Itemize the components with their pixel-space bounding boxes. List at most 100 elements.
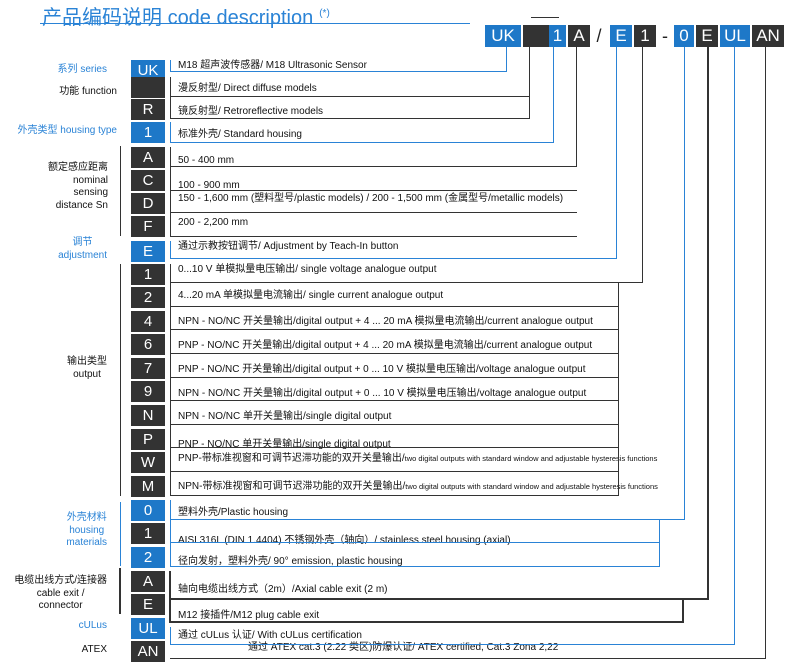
desc-out-w: PNP-带标准视窗和可调节迟滞功能的双开关量输出/two digital out…	[178, 453, 658, 464]
code-box-out-n: N	[131, 405, 165, 426]
connector-out-h6	[170, 400, 619, 401]
bracket-distance	[120, 146, 121, 236]
desc-culus: 通过 cULus 认证/ With cULus certification	[178, 630, 362, 641]
connector-housing-v	[553, 47, 554, 143]
connector-mat-tick	[170, 500, 171, 567]
code-box-ul: UL	[131, 618, 165, 639]
code-box-out-2: 2	[131, 287, 165, 308]
group-label-output: 输出类型 output	[67, 356, 107, 380]
code-cell-function-mark	[531, 17, 559, 18]
connector-out-h10	[170, 495, 619, 496]
connector-adjust-v	[616, 47, 617, 259]
page-title: 产品编码说明 code description (*)	[42, 1, 330, 30]
connector-out-tick	[170, 264, 171, 496]
desc-out-7: PNP - NO/NC 开关量输出/digital output + 0 ...…	[178, 364, 586, 375]
connector-cable-tick	[169, 571, 171, 623]
title-en: code description	[167, 7, 314, 29]
desc-housing-type: 标准外壳/ Standard housing	[178, 129, 302, 140]
group-label-housing-type: 外壳类型 housing type	[17, 125, 118, 136]
title-mark: (*)	[319, 8, 330, 20]
code-cell-material: 0	[674, 25, 694, 47]
code-cell-series: UK	[485, 25, 521, 47]
code-box-uk: UK	[131, 60, 165, 81]
connector-out-h8	[170, 447, 619, 448]
desc-dist-d: 150 - 1,600 mm (塑料型号/plastic models) / 2…	[178, 193, 564, 204]
code-cell-cable: E	[696, 25, 718, 47]
group-label-cable: 电缆出线方式/连接器 cable exit / connector	[14, 575, 107, 611]
code-box-mat-1: 1	[131, 523, 165, 544]
group-label-series: 系列 series	[57, 64, 107, 75]
connector-mat-h2	[170, 542, 660, 543]
connector-series-v	[506, 47, 507, 72]
desc-direct: 漫反射型/ Direct diffuse models	[178, 83, 317, 94]
connector-function-v	[529, 47, 530, 119]
code-box-c: C	[131, 170, 165, 191]
connector-mat-h1	[170, 519, 685, 520]
code-box-out-7: 7	[131, 358, 165, 379]
connector-out-v	[618, 282, 619, 496]
connector-out-h3	[170, 329, 619, 330]
connector-atex-h	[170, 658, 766, 659]
connector-out-h2	[170, 306, 619, 307]
desc-atex: 通过 ATEX cat.3 (2.22 类区)防爆认证/ ATEX certif…	[248, 642, 559, 653]
title-zh: 产品编码说明	[42, 7, 162, 29]
connector-out-h7	[170, 424, 619, 425]
code-box-mat-2: 2	[131, 547, 165, 568]
code-cell-output: 1	[634, 25, 656, 47]
code-box-out-9: 9	[131, 381, 165, 402]
desc-out-m: NPN-带标准视窗和可调节迟滞功能的双开关量输出/two digital out…	[178, 481, 658, 492]
desc-out-6: PNP - NO/NC 开关量输出/digital output + 4 ...…	[178, 340, 593, 351]
code-cell-housing-type: 1	[549, 25, 566, 47]
connector-dist-h4	[170, 236, 577, 237]
desc-cable-a: 轴向电缆出线方式（2m）/Axial cable exit (2 m)	[178, 584, 388, 595]
code-box-d: D	[131, 193, 165, 214]
connector-cable-h2	[170, 621, 684, 623]
code-box-direct	[131, 77, 165, 98]
desc-series: M18 超声波传感器/ M18 Ultrasonic Sensor	[178, 60, 367, 71]
code-box-e-adjust: E	[131, 241, 165, 262]
code-box-out-p: P	[131, 429, 165, 450]
desc-dist-c: 100 - 900 mm	[178, 180, 240, 191]
connector-cable-v	[682, 598, 684, 623]
desc-adjust: 通过示教按钮调节/ Adjustment by Teach-In button	[178, 241, 399, 252]
connector-dist-v	[576, 47, 577, 167]
desc-mat-0: 塑料外壳/Plastic housing	[178, 507, 289, 518]
connector-culus-tick	[170, 627, 171, 645]
connector-function-h1	[170, 96, 530, 97]
connector-dist-h3	[170, 212, 577, 213]
desc-out-n: NPN - NO/NC 单开关量输出/single digital output	[178, 411, 392, 422]
code-box-out-4: 4	[131, 311, 165, 332]
code-box-out-6: 6	[131, 334, 165, 355]
group-label-distance: 额定感应距离 nominal sensing distance Sn	[48, 162, 108, 211]
connector-mat-h3	[170, 566, 660, 567]
title-underline	[40, 23, 470, 24]
code-box-cable-e: E	[131, 594, 165, 615]
group-label-atex: ATEX	[81, 644, 107, 655]
code-box-out-w: W	[131, 452, 165, 473]
desc-mat-1: AISI 316L (DIN 1.4404) 不锈钢外壳（轴向）/ stainl…	[178, 535, 511, 546]
connector-out-h4	[170, 353, 619, 354]
code-box-a: A	[131, 147, 165, 168]
desc-dist-f: 200 - 2,200 mm	[178, 217, 249, 228]
connector-atex-v	[765, 47, 766, 659]
connector-adjust-tick	[170, 241, 171, 259]
code-box-housing-1: 1	[131, 122, 165, 143]
connector-out-h9	[170, 471, 619, 472]
bracket-material	[120, 502, 121, 566]
desc-out-p: PNP - NO/NC 单开关量输出/single digital output	[178, 439, 391, 450]
connector-cable-h1	[170, 598, 708, 600]
code-box-an: AN	[131, 641, 165, 662]
code-cell-adjustment: E	[610, 25, 632, 47]
code-box-out-m: M	[131, 476, 165, 497]
desc-out-1: 0...10 V 单模拟量电压输出/ single voltage analog…	[178, 264, 437, 275]
connector-adjust-h	[170, 258, 617, 259]
code-cell-atex: AN	[752, 25, 784, 47]
code-cell-culus: UL	[720, 25, 750, 47]
bracket-cable	[119, 568, 121, 614]
connector-housing-h	[170, 142, 554, 143]
code-sep-dash: -	[662, 26, 668, 46]
desc-cable-e: M12 接插件/M12 plug cable exit	[178, 610, 320, 621]
group-label-function: 功能 function	[59, 86, 117, 97]
connector-mat-v-top	[684, 47, 685, 520]
connector-housing-tick	[170, 122, 171, 143]
